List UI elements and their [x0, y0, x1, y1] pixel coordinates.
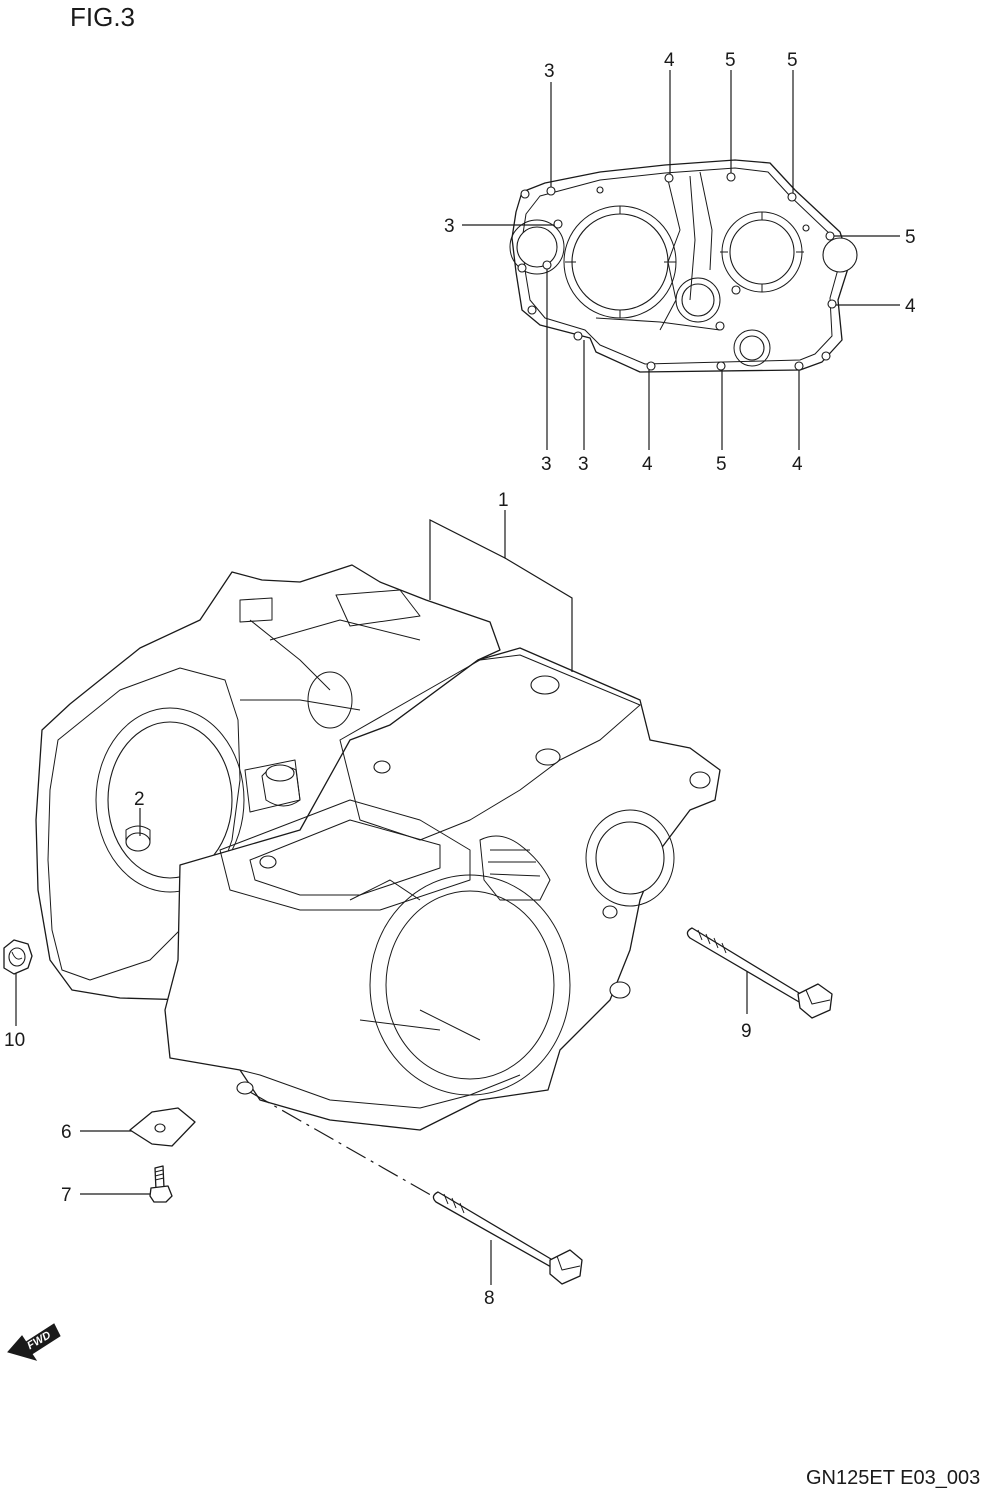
part-8-bolt [432, 1191, 583, 1285]
leader-lines-main [15, 510, 748, 1285]
part-6-plate [129, 1107, 196, 1147]
callout-6: 6 [61, 1122, 72, 1143]
callout-4: 4 [642, 454, 653, 475]
callout-4: 4 [664, 50, 675, 71]
callout-3: 3 [544, 61, 555, 82]
callout-3: 3 [444, 216, 455, 237]
callout-labels: 3 4 5 5 3 5 4 3 3 4 5 4 1 2 10 9 6 7 8 [4, 50, 916, 1309]
callout-5: 5 [787, 50, 798, 71]
part-10-nut [3, 939, 33, 975]
crankcase-half-inset [509, 159, 858, 373]
callout-9: 9 [741, 1021, 752, 1042]
callout-4: 4 [792, 454, 803, 475]
callout-4: 4 [905, 296, 916, 317]
figure-title: FIG.3 [70, 2, 135, 32]
callout-10: 10 [4, 1030, 25, 1051]
leader-lines-top [462, 70, 900, 450]
callout-5: 5 [905, 227, 916, 248]
callout-1: 1 [498, 490, 509, 511]
part-7-bolt [149, 1165, 173, 1203]
callout-3: 3 [578, 454, 589, 475]
callout-2: 2 [134, 789, 145, 810]
diagram-code: GN125ET E03_003 [806, 1467, 980, 1489]
fwd-arrow-icon: FWD [7, 1323, 61, 1361]
callout-8: 8 [484, 1288, 495, 1309]
callout-5: 5 [725, 50, 736, 71]
part-9-bolt [686, 927, 833, 1019]
callout-7: 7 [61, 1185, 72, 1206]
crankcase-assembly [35, 564, 721, 1131]
callout-3: 3 [541, 454, 552, 475]
callout-5: 5 [716, 454, 727, 475]
